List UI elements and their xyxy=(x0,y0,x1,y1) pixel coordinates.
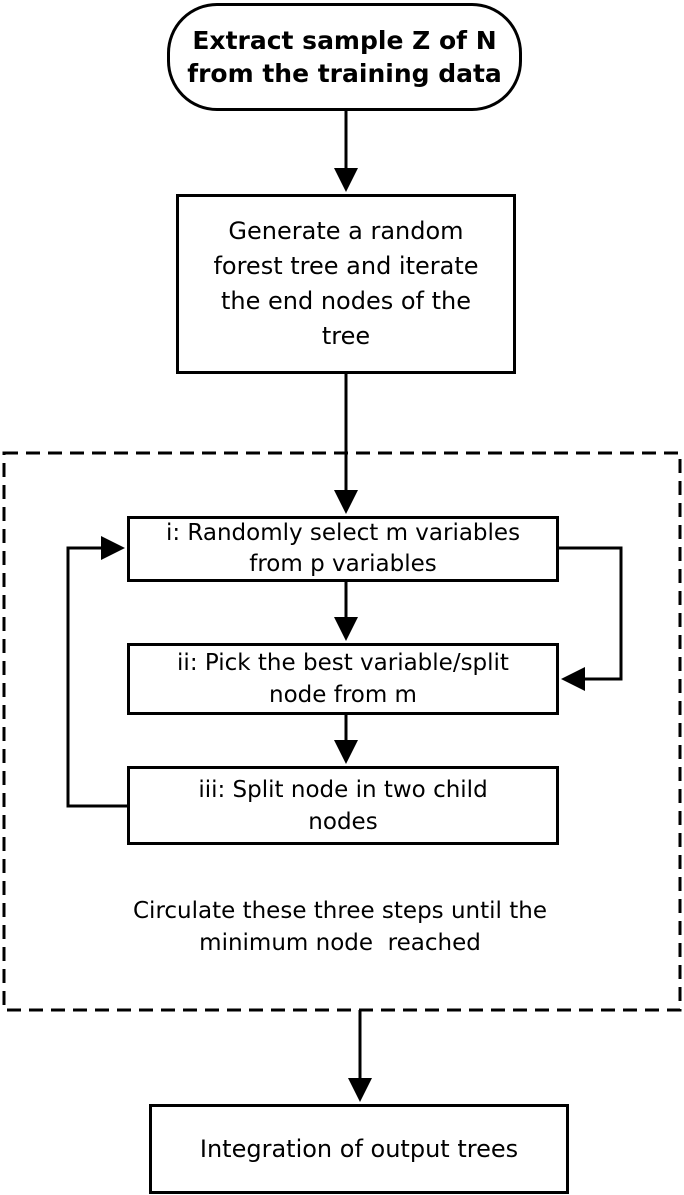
step-2-node: ii: Pick the best variable/split node fr… xyxy=(127,643,559,715)
generate-tree-line-4: tree xyxy=(321,322,371,350)
step-3-node: iii: Split node in two child nodes xyxy=(127,766,559,845)
step-2-line-1: ii: Pick the best variable/split xyxy=(177,650,509,676)
step-3-line-1: iii: Split node in two child xyxy=(198,776,488,803)
start-node: Extract sample Z of N from the training … xyxy=(167,3,522,111)
generate-tree-line-1: Generate a random xyxy=(228,217,464,245)
step-1-line-1: i: Randomly select m variables xyxy=(165,520,521,546)
arrow-step3-loop-back-to-step1 xyxy=(66,536,127,808)
end-node: Integration of output trees xyxy=(149,1104,569,1194)
arrow-step1-to-step2-bypass xyxy=(559,546,623,691)
generate-tree-line-3: the end nodes of the xyxy=(220,287,471,315)
loop-note: Circulate these three steps until the mi… xyxy=(60,895,620,959)
start-node-line-2: from the training data xyxy=(187,59,502,88)
step-3-line-2: nodes xyxy=(308,808,378,835)
step-1-line-2: from p variables xyxy=(249,551,437,577)
step-2-line-2: node from m xyxy=(269,682,417,708)
generate-tree-line-2: forest tree and iterate xyxy=(213,252,479,280)
end-node-label: Integration of output trees xyxy=(199,1135,519,1163)
step-1-node: i: Randomly select m variables from p va… xyxy=(127,516,559,582)
loop-note-line-2: minimum node reached xyxy=(199,930,481,956)
generate-tree-node: Generate a random forest tree and iterat… xyxy=(176,194,516,374)
start-node-line-1: Extract sample Z of N xyxy=(192,26,497,55)
loop-group-border xyxy=(2,451,682,1012)
loop-note-line-1: Circulate these three steps until the xyxy=(133,898,547,924)
